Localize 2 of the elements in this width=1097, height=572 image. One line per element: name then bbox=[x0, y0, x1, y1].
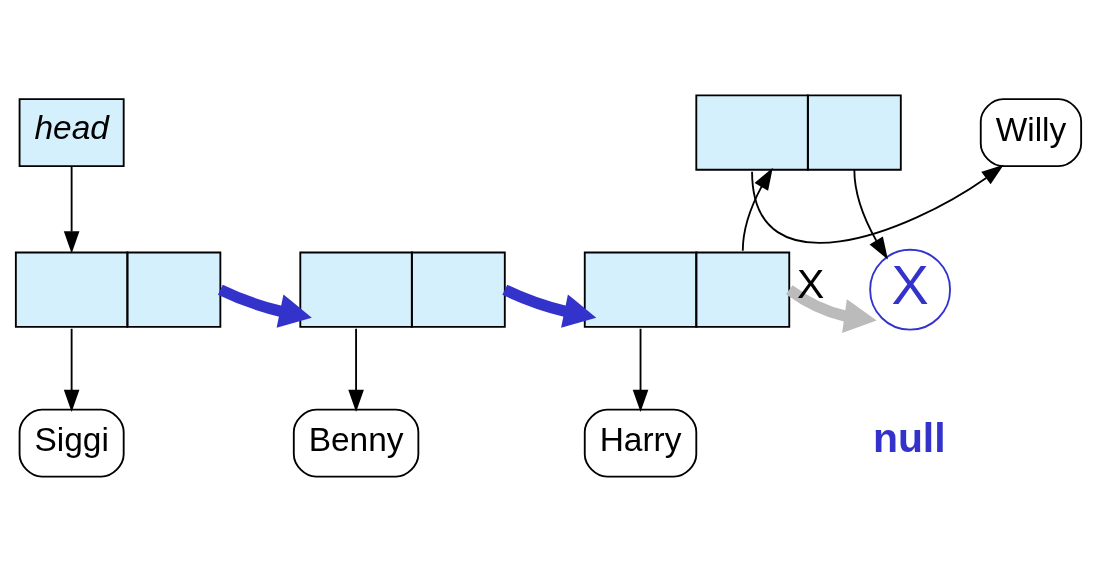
node-label: null bbox=[872, 414, 946, 461]
edge-label: X bbox=[797, 261, 825, 308]
